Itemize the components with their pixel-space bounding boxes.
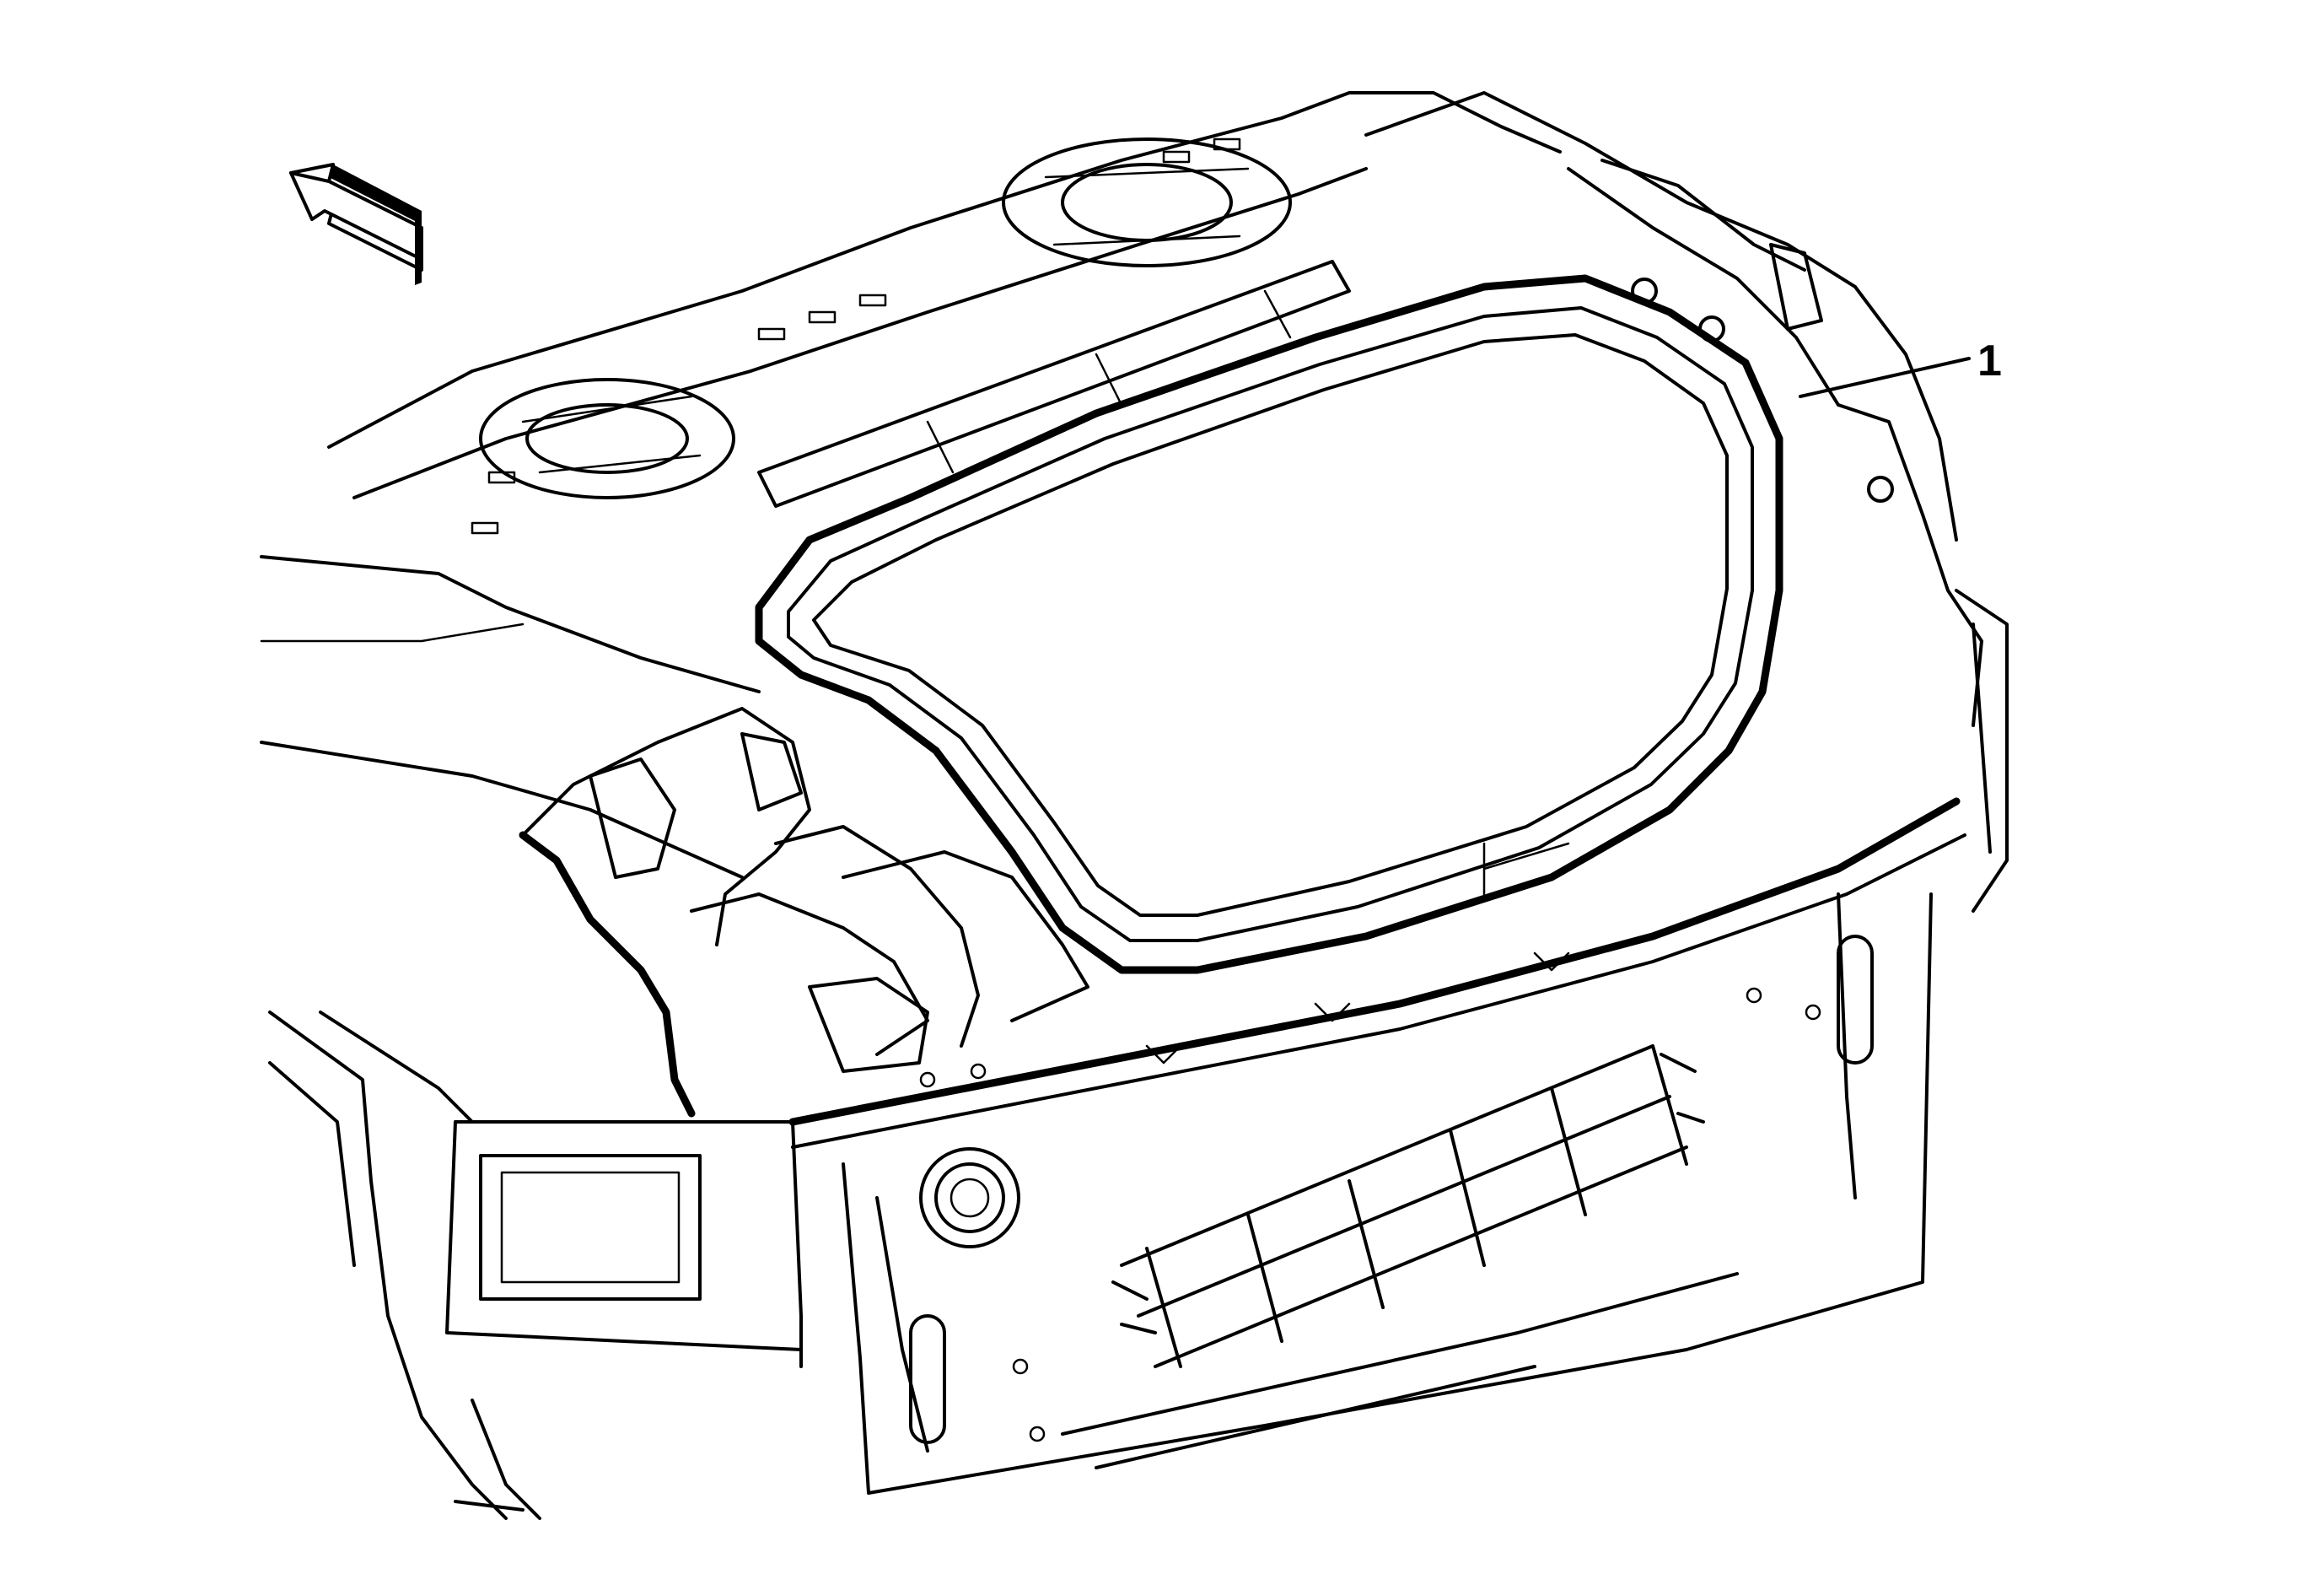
callout-1-label: 1: [1977, 337, 2002, 385]
callout-1-leader-line: [1799, 357, 1971, 398]
upper-floor-panel: [260, 91, 1562, 879]
right-quarter-inner-panel: [1364, 91, 2009, 913]
callout-1: 1: [1799, 337, 2002, 398]
left-rear-structure: [268, 707, 1089, 1520]
rear-end-panel: [445, 797, 1966, 1495]
trunk-opening-seal: [755, 274, 1783, 974]
forward-direction-arrow-icon: [289, 163, 423, 285]
